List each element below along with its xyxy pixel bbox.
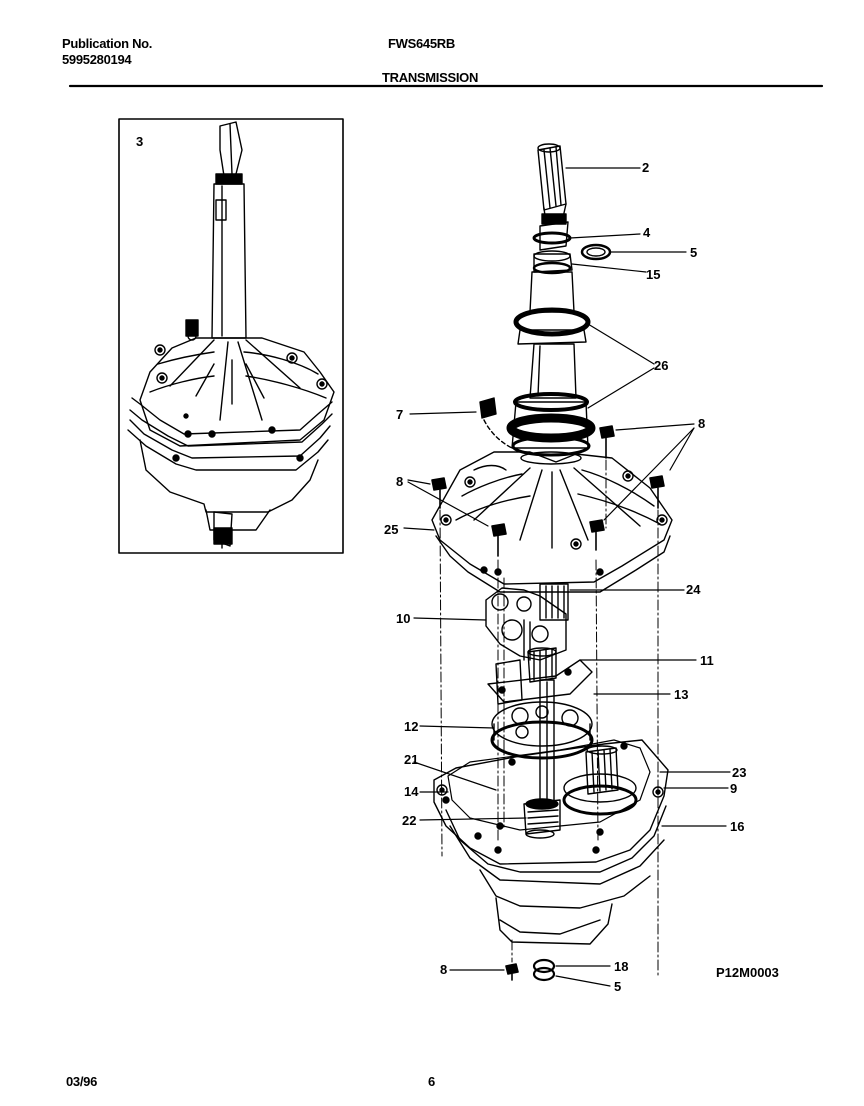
section-title: TRANSMISSION (382, 70, 479, 85)
part-26-upper-seal (513, 307, 591, 337)
callout-10: 10 (396, 611, 411, 626)
callout-2: 2 (642, 160, 650, 175)
callout-7: 7 (396, 407, 404, 422)
part-21-gasket (447, 739, 651, 831)
callout-9: 9 (730, 781, 738, 796)
callout-23: 23 (732, 765, 747, 780)
callout-26: 26 (654, 358, 669, 373)
callout-18: 18 (614, 959, 629, 974)
assembled-transmission-drawing (127, 121, 335, 549)
exploded-transmission-drawing (403, 143, 731, 987)
part-8-bolts (431, 425, 665, 981)
part-5-lower-washer (532, 966, 556, 982)
model-number: FWS645RB (388, 36, 455, 51)
part-18-ring (532, 958, 556, 974)
callout-3: 3 (136, 134, 144, 149)
callout-25: 25 (384, 522, 399, 537)
callout-14: 14 (404, 784, 419, 799)
callout-12: 12 (404, 719, 419, 734)
inset-frame (118, 118, 344, 554)
part-5-washer (580, 243, 612, 261)
part-23-gear (562, 745, 638, 816)
callout-5-top: 5 (690, 245, 698, 260)
callout-11: 11 (700, 653, 714, 668)
part-25-cover (431, 451, 673, 593)
part-12-gear (490, 701, 594, 760)
part-11-gear (527, 647, 557, 683)
callout-21: 21 (404, 752, 419, 767)
callout-16: 16 (730, 819, 745, 834)
publication-number: 5995280194 (62, 52, 132, 67)
callout-8-right: 8 (698, 416, 706, 431)
leader-lines (403, 167, 731, 987)
callout-13: 13 (674, 687, 689, 702)
callout-8-bottom: 8 (440, 962, 448, 977)
callout-8-left: 8 (396, 474, 404, 489)
page-number: 6 (428, 1074, 435, 1089)
part-13-bracket (487, 659, 593, 703)
callout-22: 22 (402, 813, 417, 828)
publication-label: Publication No. (62, 36, 153, 51)
part-24-gear (539, 583, 569, 621)
callout-24: 24 (686, 582, 701, 597)
callout-15: 15 (646, 267, 661, 282)
diagram-code: P12M0003 (716, 965, 779, 980)
callout-4: 4 (643, 225, 651, 240)
part-22-worm (523, 798, 561, 839)
part-26-lower-seal (513, 392, 589, 412)
part-16-housing (433, 739, 669, 945)
footer-date: 03/96 (66, 1074, 98, 1089)
part-10-plate (485, 587, 567, 661)
callout-5-bottom: 5 (614, 979, 622, 994)
alignment-lines (439, 459, 659, 977)
part-7-cap (479, 397, 497, 419)
